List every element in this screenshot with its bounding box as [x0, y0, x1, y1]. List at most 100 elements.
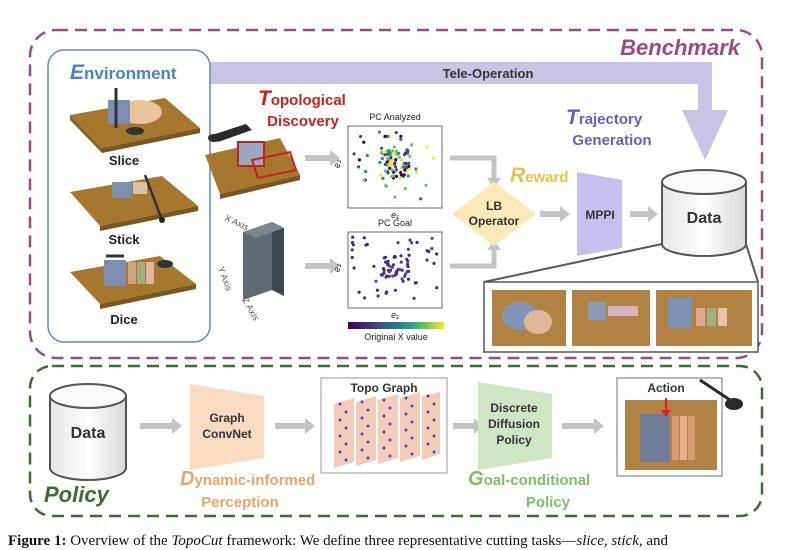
scatter-point	[394, 149, 398, 153]
topology-scene-image	[205, 124, 300, 199]
caption-text1: Overview of the	[70, 533, 168, 549]
action-title: Action	[647, 381, 684, 395]
graph-convnet-line2: ConvNet	[202, 427, 251, 441]
scatter-point	[375, 288, 379, 292]
arrow-convnet-to-topograph	[275, 418, 315, 434]
graph-node	[344, 442, 348, 446]
scatter-point	[400, 158, 404, 162]
scatter-point	[386, 156, 390, 160]
scatter-point	[435, 286, 439, 290]
scatter-point	[408, 238, 412, 242]
scatter-point	[432, 261, 436, 265]
scatter-point	[377, 130, 382, 134]
scatter-point	[393, 161, 397, 165]
scatter-point	[350, 248, 354, 252]
scatter-point	[399, 254, 403, 258]
scatter-point	[396, 241, 400, 245]
arrow-diffusion-to-action	[562, 418, 604, 434]
graph-node	[338, 418, 342, 422]
graph-node	[404, 412, 408, 416]
scatter-point	[365, 242, 369, 247]
scatter-point	[406, 277, 411, 281]
graph-convnet-line1: Graph	[209, 411, 244, 425]
policy-data-label: Data	[71, 425, 106, 442]
scatter-point	[389, 159, 393, 163]
scatter-point	[403, 274, 407, 278]
scatter-point	[392, 170, 396, 174]
scatter-point	[383, 134, 387, 138]
scatter-point	[362, 236, 366, 240]
graph-node	[344, 426, 348, 430]
scatter-point	[403, 168, 407, 172]
caption-text3: and	[646, 533, 669, 549]
scatter-point	[413, 281, 417, 285]
scatter-point	[430, 247, 434, 251]
scatter-point	[399, 173, 403, 177]
environment-title: Environment	[70, 61, 177, 84]
scatter-point	[379, 173, 383, 177]
scatter-point	[359, 134, 363, 139]
scatter-point	[405, 151, 410, 155]
benchmark-data-label: Data	[687, 210, 722, 227]
scatter-point	[394, 165, 398, 169]
benchmark-panel: Benchmark	[28, 28, 764, 360]
graph-node	[404, 428, 408, 432]
scatter-point	[362, 140, 366, 144]
dice-scene-image	[70, 254, 196, 309]
diffusion-line1: Discrete	[490, 401, 538, 415]
scatter-point	[389, 155, 393, 159]
scatter-point	[402, 162, 406, 166]
trajectory-title-line2: Generation	[572, 132, 651, 149]
scatter-point	[384, 183, 388, 188]
scatter-point	[390, 265, 395, 269]
graph-node	[344, 410, 348, 414]
scatter-point	[407, 164, 411, 168]
scatter-point	[393, 288, 397, 292]
scatter-point	[394, 131, 398, 135]
scatter-point	[394, 174, 399, 178]
arrow-goal-to-lb	[450, 248, 497, 269]
scatter-point	[380, 273, 384, 277]
graph-node	[366, 440, 370, 444]
scatter-point	[390, 175, 394, 179]
scatter-point	[357, 165, 361, 169]
teleop-arrow: Tele-Operation	[210, 62, 728, 160]
scatter-point	[410, 143, 414, 147]
scatter-point	[382, 150, 386, 154]
scatter-point	[381, 176, 385, 181]
graph-node	[360, 400, 364, 404]
dynamic-title-line2: Perception	[201, 494, 279, 511]
caption-framework-name: TopoCut	[171, 533, 223, 549]
scatter-point	[364, 169, 368, 174]
scatter-point	[382, 268, 386, 272]
axis3d-y-label: Y Axis	[216, 265, 234, 292]
graph-convnet-block: Graph ConvNet	[190, 384, 264, 470]
axis3d-x-label: X Axis	[223, 213, 250, 233]
scatter-point	[384, 260, 388, 264]
dynamic-title: Dynamic-informed	[180, 468, 315, 490]
arrow-to-pc-goal	[305, 258, 340, 274]
reward-label: Reward	[510, 164, 569, 187]
scatter-point	[365, 153, 369, 158]
pc-goal-points	[350, 235, 439, 300]
scatter-point	[384, 275, 388, 279]
graph-node	[410, 436, 414, 440]
scatter-point	[397, 151, 401, 155]
diffusion-line2: Diffusion	[488, 417, 540, 431]
scatter-point	[399, 134, 403, 138]
graph-node	[338, 402, 342, 406]
scatter-point	[425, 258, 429, 262]
benchmark-title: Benchmark	[620, 35, 742, 60]
graph-node	[366, 456, 370, 460]
scatter-point	[391, 152, 395, 156]
trajectory-title: Trajectory	[566, 106, 643, 129]
scatter-point	[394, 168, 398, 172]
pc-analyzed-points	[352, 130, 436, 201]
arrow-mppi-to-data	[630, 206, 658, 222]
caption-label: Figure 1:	[8, 533, 67, 549]
pc-goal-ylabel: e₂	[332, 263, 342, 272]
graph-node	[360, 432, 364, 436]
topo-graph: Topo Graph	[320, 377, 448, 474]
scatter-point	[396, 267, 400, 271]
scatter-point	[431, 156, 436, 160]
